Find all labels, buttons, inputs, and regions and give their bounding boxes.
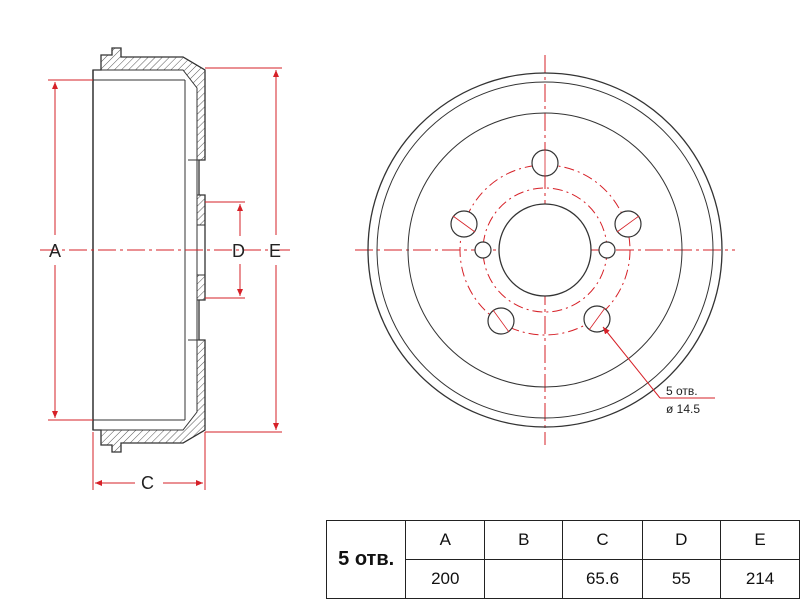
center-bore [498, 203, 592, 297]
spec-value-c: 65.6 [562, 559, 643, 599]
spec-header-a: A [405, 520, 486, 560]
dimension-c-label: C [141, 473, 154, 493]
small-hole [474, 241, 492, 259]
drum-hub-hatch-bottom [196, 274, 206, 301]
dimension-a-label: A [49, 241, 61, 261]
drum-hub-hatch-top [196, 194, 206, 226]
dimension-c [92, 432, 206, 490]
drum-bottom-wall-hatch [100, 339, 206, 453]
spec-header-e: E [720, 520, 800, 560]
spec-table: 5 отв. A B C D E 200 65.6 55 214 [325, 520, 800, 599]
spec-value-d: 55 [641, 559, 722, 599]
spec-value-b [484, 559, 564, 599]
drum-outer-rim [367, 72, 723, 428]
spec-header-b: B [484, 520, 564, 560]
bolt-pitch-circle [459, 164, 631, 336]
callout-leader [602, 326, 661, 399]
spec-table-header-row: 5 отв. A B C D E [325, 520, 800, 599]
dimension-e-label: E [269, 241, 281, 261]
dimension-d-label: D [232, 241, 245, 261]
spec-value-e: 214 [720, 559, 800, 599]
front-view: 5 отв. ø 14.5 [355, 55, 735, 445]
dimension-a [48, 79, 93, 421]
callout-holes-count: 5 отв. [666, 384, 698, 398]
spec-value-a: 200 [405, 559, 486, 599]
spec-table-value-row: 200 65.6 55 214 [327, 559, 800, 599]
callout-hole-diameter: ø 14.5 [666, 402, 700, 416]
drum-top-wall-hatch [100, 47, 206, 161]
hole-center-marks [452, 148, 640, 333]
spec-header-d: D [641, 520, 722, 560]
dimension-e [205, 67, 282, 433]
drum-braking-surface [407, 112, 683, 388]
dimension-d [205, 201, 245, 299]
side-section-view: A D E C [40, 47, 290, 493]
drum-rim-inner [376, 81, 714, 419]
spec-header-c: C [562, 520, 643, 560]
small-hole [598, 241, 616, 259]
spec-table-holes-cell: 5 отв. [325, 520, 407, 599]
